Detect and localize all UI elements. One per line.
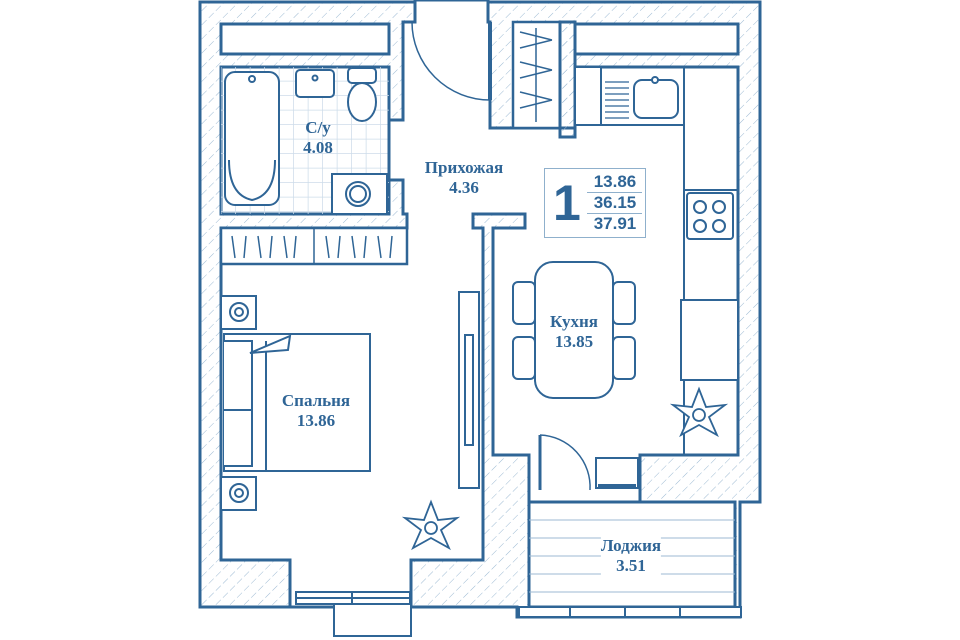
loggia-door [539,434,591,491]
chair [512,336,536,380]
toilet-tank [347,67,377,84]
loggia-label: Лоджия 3.51 [600,536,662,576]
entrance-door [411,21,491,101]
area-summary-box: 1 13.86 36.15 37.91 [544,168,646,238]
kitchen-sink [633,79,679,119]
total-area-with-loggia: 37.91 [593,214,637,233]
total-area: 36.15 [593,193,637,212]
room-name: Кухня [550,312,598,331]
room-name: Спальня [281,391,351,410]
bedroom-label: Спальня 13.86 [281,391,351,431]
divider [587,213,642,214]
loggia-window [518,606,742,618]
chair [512,281,536,325]
room-name: С/у [305,118,331,137]
room-area: 4.36 [449,178,479,197]
bedroom-window [295,591,412,637]
chair [612,281,636,325]
shelf-top-left [219,22,391,56]
room-area: 13.85 [554,332,594,351]
pillow-fold [249,334,292,354]
room-area: 4.08 [303,138,333,157]
chair [612,336,636,380]
divider [587,192,642,193]
toilet [347,82,377,122]
hallway-label: Прихожая 4.36 [425,158,503,198]
room-area: 13.86 [296,411,336,430]
kitchen-counter [574,67,738,455]
rooms-count: 1 [553,175,581,231]
hall-wardrobe-hangers [519,28,553,122]
radiator [595,457,639,489]
room-area: 3.51 [616,556,646,575]
kitchen-label: Кухня 13.85 [550,312,598,352]
room-name: Лоджия [600,536,662,555]
shelf-top-right [573,22,740,56]
fridge [680,299,739,381]
bathroom-sink [295,69,335,98]
bathroom-label: С/у 4.08 [303,118,333,158]
living-area: 13.86 [593,172,637,191]
plant-icon [401,499,461,551]
stove [686,192,734,240]
plant-icon [669,386,729,438]
room-name: Прихожая [424,158,504,177]
